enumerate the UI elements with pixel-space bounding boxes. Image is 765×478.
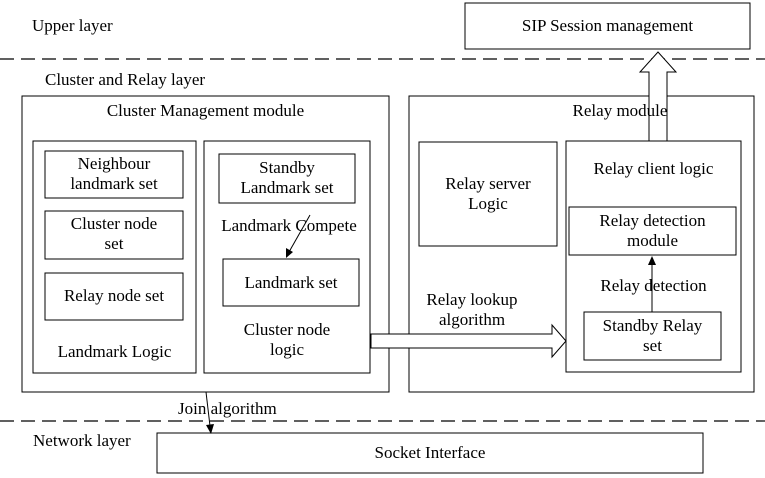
standby-relay-set-line1: Standby Relay — [602, 316, 703, 335]
relay-client-logic-label: Relay client logic — [593, 159, 714, 178]
sip-session-box — [464, 2, 751, 50]
relay-module — [408, 95, 755, 393]
relay-detection-module-line1: Relay detection — [599, 211, 706, 230]
relay-server-logic-line1: Relay server — [445, 174, 531, 193]
join-algorithm-arrow — [205, 391, 211, 427]
landmark-set-label: Landmark set — [244, 273, 338, 292]
landmark-compete-label: Landmark Compete — [221, 216, 357, 235]
landmark-compete-arrowhead — [286, 248, 293, 258]
cluster-node-set-line1: Cluster node — [70, 214, 158, 233]
relay-detection-module-box — [568, 206, 737, 256]
cluster-node-set-line2: set — [104, 234, 124, 253]
neighbour-landmark-set-label: Neighbour landmark set — [45, 154, 183, 194]
relay-module-title: Relay module — [572, 101, 668, 120]
cluster-node-set-label: Cluster node set — [45, 214, 183, 254]
relay-lookup-label: Relay lookup algorithm — [410, 290, 534, 330]
landmark-logic-box — [32, 140, 197, 374]
socket-interface-box — [156, 432, 704, 474]
upper-layer-label: Upper layer — [32, 16, 113, 35]
neighbour-landmark-set-line2: landmark set — [70, 174, 158, 193]
cluster-module-title: Cluster Management module — [106, 101, 305, 120]
landmark-compete-arrow — [288, 214, 311, 253]
standby-relay-set-label: Standby Relay set — [584, 316, 721, 356]
neighbour-landmark-set-line1: Neighbour — [77, 154, 151, 173]
cluster-node-logic-line1: Cluster node — [243, 320, 331, 339]
relay-lookup-arrow — [370, 323, 567, 359]
standby-landmark-set-line2: Landmark set — [240, 178, 334, 197]
relay-lookup-line2: algorithm — [438, 310, 506, 329]
network-layer-label: Network layer — [33, 431, 131, 450]
relay-detection-label: Relay detection — [600, 276, 707, 295]
neighbour-landmark-set-box — [44, 150, 184, 199]
relay-detection-module-label: Relay detection module — [569, 211, 736, 251]
relay-to-sip-arrow — [638, 51, 678, 142]
cluster-node-logic-label: Cluster node logic — [204, 320, 370, 360]
cluster-node-logic-line2: logic — [270, 340, 304, 359]
relay-server-logic-box — [418, 141, 558, 247]
relay-node-set-box — [44, 272, 184, 321]
cluster-relay-layer-label: Cluster and Relay layer — [45, 70, 206, 89]
sip-session-label: SIP Session management — [521, 16, 694, 35]
relay-server-logic-label: Relay server Logic — [419, 174, 557, 214]
socket-interface-label: Socket Interface — [374, 443, 486, 462]
relay-detection-arrowhead — [648, 256, 656, 265]
relay-lookup-line1: Relay lookup — [426, 290, 518, 309]
cluster-node-set-box — [44, 210, 184, 260]
standby-relay-set-line2: set — [643, 336, 662, 355]
cluster-node-logic-box — [203, 140, 371, 374]
cluster-management-module — [21, 95, 390, 393]
join-algorithm-label: Join algorithm — [178, 399, 277, 418]
relay-node-set-label: Relay node set — [63, 286, 165, 305]
standby-landmark-set-box — [218, 153, 356, 204]
relay-server-logic-line2: Logic — [468, 194, 508, 213]
relay-detection-module-line2: module — [627, 231, 678, 250]
landmark-logic-label: Landmark Logic — [57, 342, 172, 361]
landmark-set-box — [222, 258, 360, 307]
join-algorithm-arrowhead — [206, 424, 214, 434]
standby-landmark-set-line1: Standby — [259, 158, 315, 177]
standby-landmark-set-label: Standby Landmark set — [219, 158, 355, 198]
